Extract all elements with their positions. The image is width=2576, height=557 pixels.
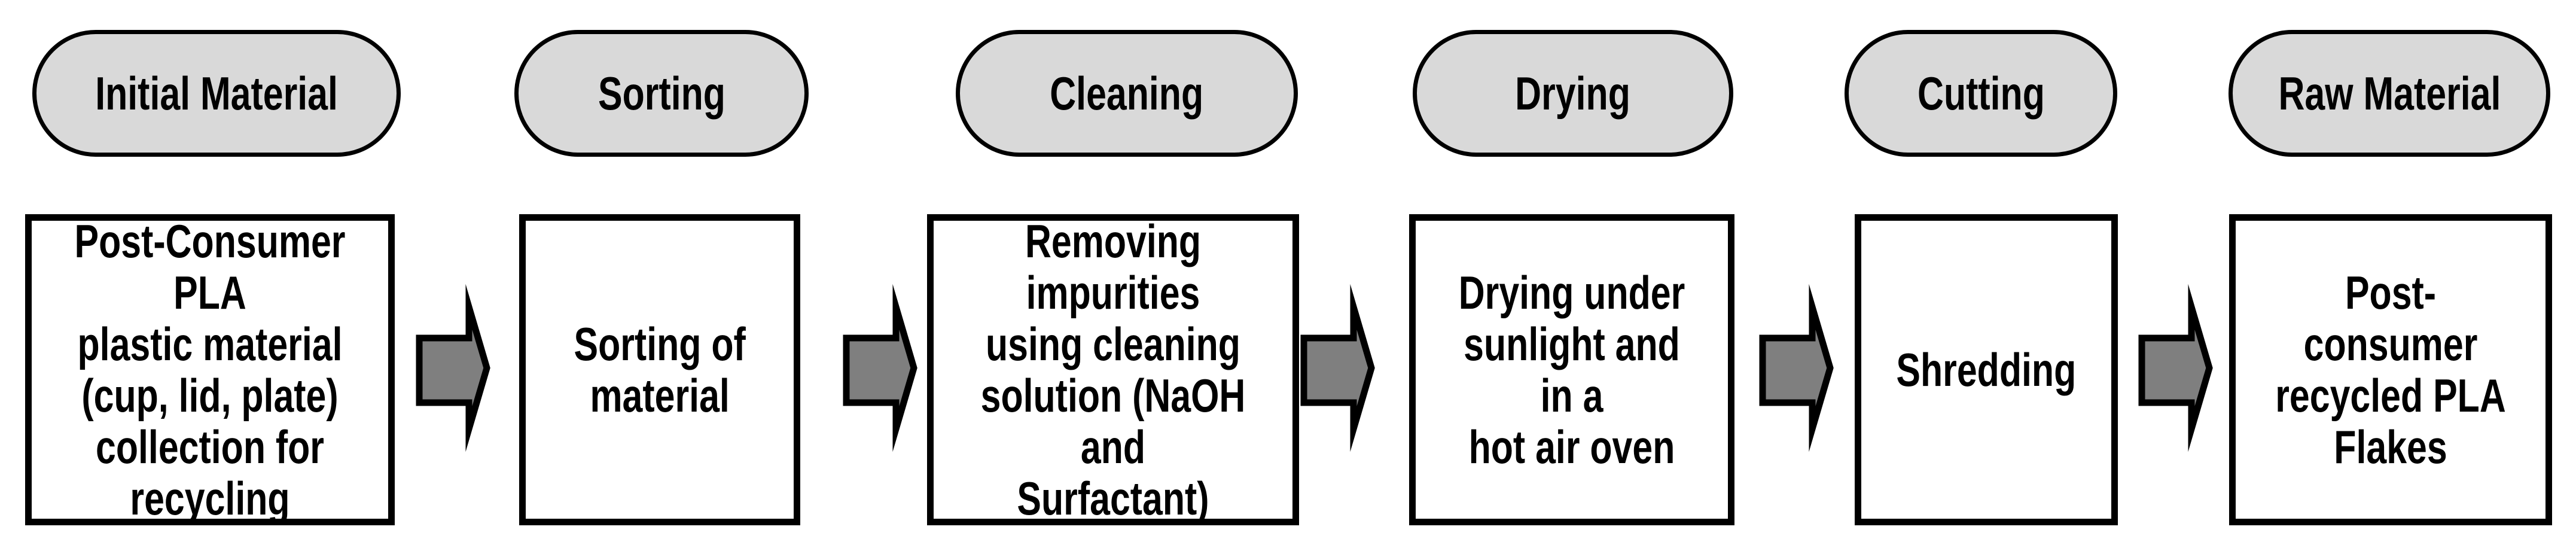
stage-box-text: Post-consumer recycled PLA Flakes (2275, 266, 2506, 473)
stage-pill-label: Cleaning (1050, 67, 1204, 120)
stage-box-text: Drying under sunlight and in a hot air o… (1458, 266, 1685, 473)
stage-pill-label: Cutting (1917, 67, 2045, 120)
stage-box-text: Removing impurities using cleaning solut… (980, 215, 1246, 525)
stage-pill-drying: Drying (1413, 30, 1733, 157)
stage-box-text: Shredding (1896, 343, 2077, 396)
stage-pill-label: Initial Material (95, 67, 338, 120)
stage-pill-initial-material: Initial Material (32, 30, 401, 157)
stage-box-drying: Drying under sunlight and in a hot air o… (1409, 214, 1734, 525)
stage-box-shredding: Shredding (1855, 214, 2118, 525)
right-block-arrow-icon (1300, 284, 1376, 452)
stage-pill-label: Sorting (597, 67, 725, 120)
stage-box-collection: Post-Consumer PLA plastic material (cup,… (25, 214, 395, 525)
stage-pill-raw-material: Raw Material (2229, 30, 2550, 157)
right-block-arrow-icon (415, 284, 491, 452)
stage-pill-sorting: Sorting (514, 30, 809, 157)
right-block-arrow-icon (842, 284, 918, 452)
stage-box-text: Sorting of material (574, 318, 746, 422)
stage-box-text: Post-Consumer PLA plastic material (cup,… (74, 215, 346, 525)
stage-pill-label: Drying (1515, 67, 1631, 120)
stage-box-flakes: Post-consumer recycled PLA Flakes (2229, 214, 2552, 525)
stage-box-cleaning: Removing impurities using cleaning solut… (927, 214, 1299, 525)
stage-box-sorting: Sorting of material (519, 214, 800, 525)
stage-pill-cutting: Cutting (1845, 30, 2117, 157)
right-block-arrow-icon (2138, 284, 2214, 452)
stage-pill-label: Raw Material (2278, 67, 2501, 120)
stage-pill-cleaning: Cleaning (956, 30, 1298, 157)
right-block-arrow-icon (1758, 284, 1834, 452)
